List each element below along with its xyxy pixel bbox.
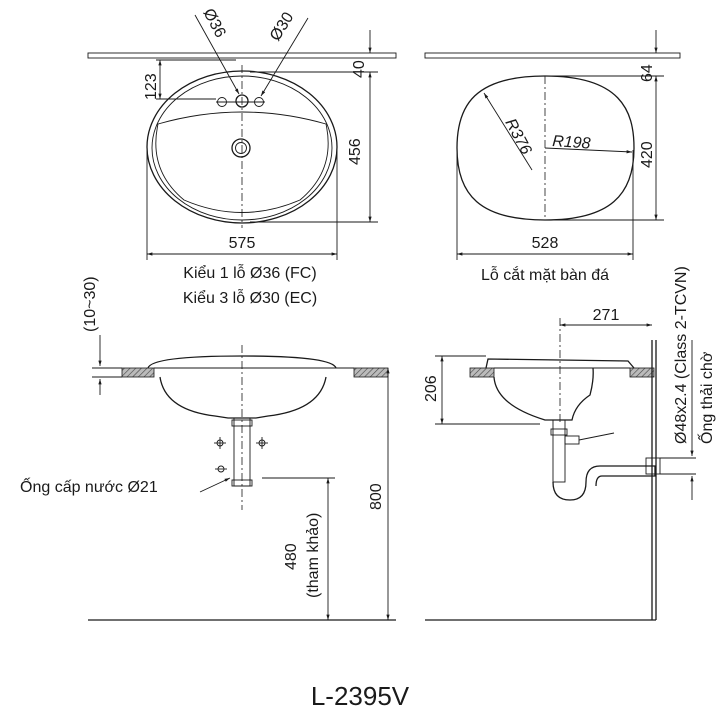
supply-pipe-label: Ống cấp nước Ø21 xyxy=(20,476,158,496)
drain-pipe-spec: Ø48x2.4 (Class 2-TCVN) xyxy=(673,266,690,444)
p-trap xyxy=(552,465,656,501)
dim-wall-distance: 271 xyxy=(593,307,620,324)
dim-width: 575 xyxy=(229,235,256,252)
dim-width: 528 xyxy=(532,235,559,252)
dim-supply-note: (tham khảo) xyxy=(305,513,322,598)
dim-hole-offset: 123 xyxy=(143,73,160,100)
front-view: Ống cấp nước Ø21 (10~30) 800 480 (tham k… xyxy=(20,276,396,621)
basin-bowl xyxy=(155,111,329,213)
side-view: 271 206 Ø48x2.4 (Class 2-TCVN) Ống thải … xyxy=(423,266,716,621)
dim-counter-thickness: (10~30) xyxy=(82,276,99,332)
dim-supply-height: 480 xyxy=(283,543,300,570)
dim-height: 800 xyxy=(368,483,385,510)
faucet-hole-center xyxy=(235,94,249,108)
counter-top-line xyxy=(87,52,397,59)
radius-small: R198 xyxy=(552,133,591,153)
model-number: L-2395V xyxy=(311,681,410,711)
hole-small-label: Ø30 xyxy=(267,9,297,44)
radius-large: R376 xyxy=(501,116,534,158)
plan-view: Ø36 Ø30 123 40 456 575 Kiểu 1 lỗ Ø36 (FC… xyxy=(87,6,397,307)
dim-offset: 64 xyxy=(639,64,656,82)
drain-pipe xyxy=(552,419,566,483)
hole-large-label: Ø36 xyxy=(199,6,228,41)
dim-depth: 456 xyxy=(347,138,364,165)
basin-bowl-side xyxy=(159,376,327,419)
cutout-view: R376 R198 64 420 528 Lỗ cắt mặt bàn đá xyxy=(424,30,681,284)
basin-bowl-side xyxy=(493,367,594,421)
dim-depth: 420 xyxy=(639,141,656,168)
drain-hole xyxy=(231,138,251,158)
dim-rim: 40 xyxy=(351,60,368,78)
caption-type-3: Kiểu 3 lỗ Ø30 (EC) xyxy=(183,288,317,307)
drain-pipe-label: Ống thải chờ xyxy=(696,351,716,444)
dim-bowl-depth: 206 xyxy=(423,375,440,402)
cutout-caption: Lỗ cắt mặt bàn đá xyxy=(481,265,609,284)
caption-type-1: Kiểu 1 lỗ Ø36 (FC) xyxy=(183,263,316,282)
